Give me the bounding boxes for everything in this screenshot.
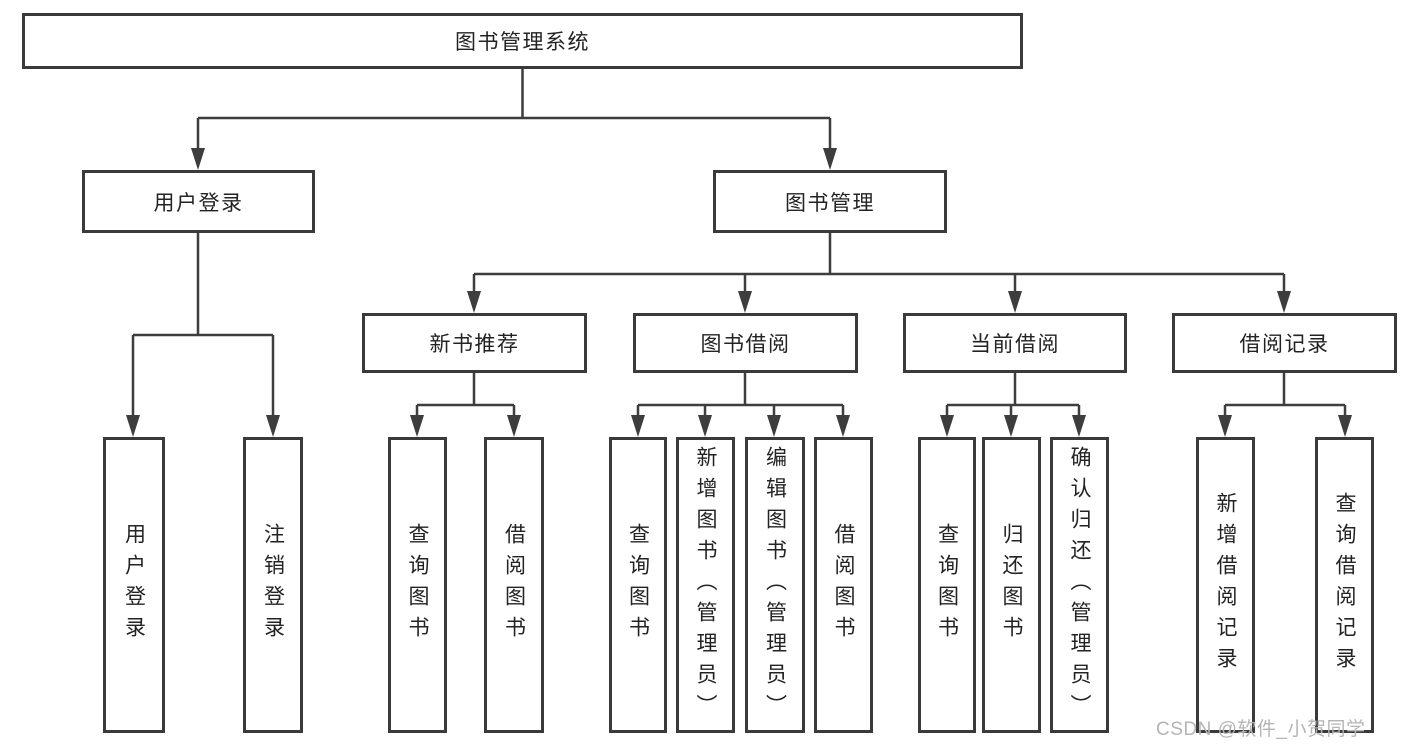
- node-label: 注销登录: [261, 523, 285, 647]
- node-label: 归还图书: [1000, 523, 1023, 647]
- csdn-watermark: CSDN @软件_小贺同学: [1156, 719, 1366, 740]
- node-leaf-edit-book-admin: 编辑图书（管理员）: [745, 437, 805, 733]
- node-label: 借阅图书: [502, 523, 526, 647]
- node-new-book-recommend: 新书推荐: [362, 313, 587, 373]
- node-leaf-query-borrow-record: 查询借阅记录: [1315, 437, 1374, 733]
- node-label: 图书管理: [785, 191, 875, 215]
- node-label: 编辑图书（管理员）: [763, 445, 787, 725]
- node-label: 查询借阅记录: [1333, 492, 1356, 678]
- node-book-management: 图书管理: [713, 170, 947, 233]
- node-user-login: 用户登录: [82, 170, 315, 233]
- node-library-management-system: 图书管理系统: [22, 13, 1023, 69]
- node-label: 用户登录: [122, 523, 146, 647]
- node-borrowing-records: 借阅记录: [1172, 313, 1397, 373]
- node-label: 图书管理系统: [455, 31, 590, 54]
- node-leaf-logout: 注销登录: [243, 437, 303, 733]
- node-leaf-add-book-admin: 新增图书（管理员）: [676, 437, 735, 733]
- node-current-borrowing: 当前借阅: [903, 313, 1127, 373]
- node-leaf-user-login: 用户登录: [103, 437, 165, 733]
- node-leaf-add-borrow-record: 新增借阅记录: [1196, 437, 1255, 733]
- node-label: 图书借阅: [700, 333, 791, 356]
- node-label: 当前借阅: [970, 333, 1060, 356]
- node-label: 查询图书: [935, 523, 959, 647]
- node-leaf-confirm-return-admin: 确认归还（管理员）: [1050, 437, 1109, 733]
- node-leaf-borrow-book: 借阅图书: [814, 437, 873, 733]
- node-label: 查询图书: [626, 523, 650, 647]
- node-book-borrowing: 图书借阅: [633, 313, 858, 373]
- connector-lines: [131, 69, 1347, 417]
- node-leaf-borrow-book-recommend: 借阅图书: [484, 437, 544, 733]
- node-label: 借阅图书: [832, 523, 855, 647]
- node-leaf-query-book-recommend: 查询图书: [388, 437, 447, 733]
- arrowheads: [126, 148, 1352, 437]
- node-leaf-return-book: 归还图书: [982, 437, 1041, 733]
- node-leaf-query-book-current: 查询图书: [918, 437, 976, 733]
- node-label: 新增借阅记录: [1214, 492, 1237, 678]
- node-label: 用户登录: [153, 191, 244, 215]
- node-label: 借阅记录: [1239, 333, 1330, 356]
- node-label: 确认归还（管理员）: [1068, 445, 1091, 725]
- node-label: 新书推荐: [429, 333, 520, 356]
- node-leaf-query-book-borrow: 查询图书: [609, 437, 667, 733]
- node-label: 新增图书（管理员）: [694, 445, 717, 725]
- node-label: 查询图书: [406, 523, 429, 647]
